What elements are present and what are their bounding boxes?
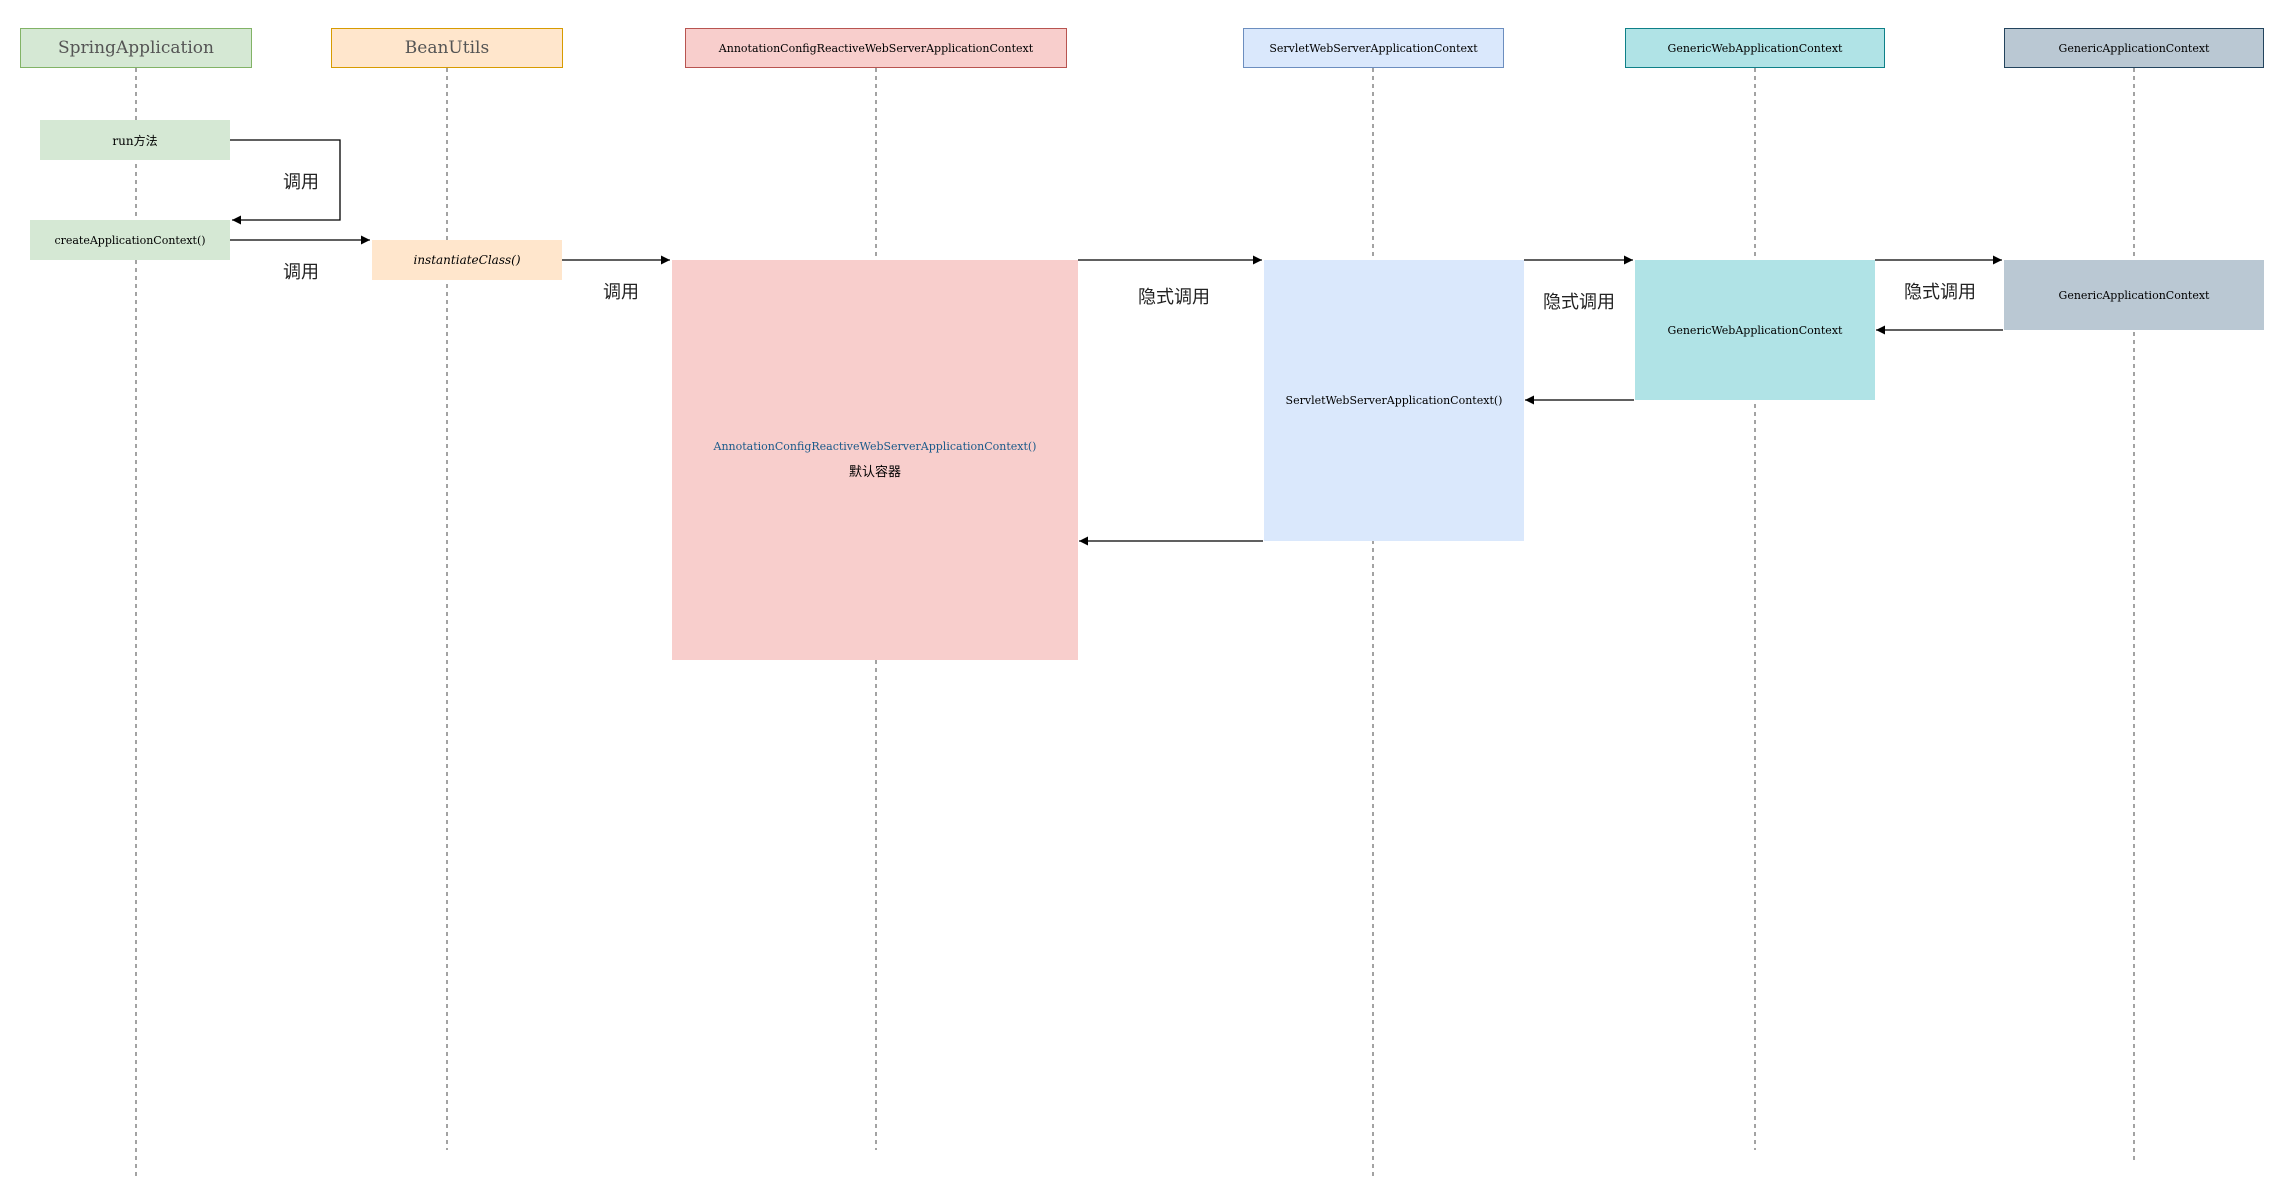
activation-instantiate-class: instantiateClass()	[372, 240, 562, 280]
message-label-self-call: 调用	[283, 172, 319, 193]
header-genericweb-context-label: GenericWebApplicationContext	[1667, 41, 1843, 55]
header-beanutils: BeanUtils	[331, 28, 563, 68]
header-servlet-context-label: ServletWebServerApplicationContext	[1269, 41, 1478, 55]
message-label-implicit-genericweb: 隐式调用	[1543, 292, 1615, 313]
message-label-implicit-servlet: 隐式调用	[1138, 287, 1210, 308]
activation-generic-context: GenericApplicationContext	[2004, 260, 2264, 330]
header-spring-application-label: SpringApplication	[58, 38, 214, 58]
activation-annotation-context-note: 默认容器	[848, 465, 901, 480]
message-label-call-annotation: 调用	[603, 282, 639, 303]
header-generic-context: GenericApplicationContext	[2004, 28, 2264, 68]
header-annotation-context: AnnotationConfigReactiveWebServerApplica…	[685, 28, 1067, 68]
header-annotation-context-label: AnnotationConfigReactiveWebServerApplica…	[718, 41, 1034, 55]
header-beanutils-label: BeanUtils	[404, 38, 490, 58]
activation-run-method-label: run方法	[112, 133, 158, 148]
message-label-call-beanutils: 调用	[283, 262, 319, 283]
activation-annotation-context-label: AnnotationConfigReactiveWebServerApplica…	[713, 440, 1037, 453]
activation-servlet-context: ServletWebServerApplicationContext()	[1264, 260, 1524, 541]
arrow-run-to-create	[230, 139, 341, 225]
header-generic-context-label: GenericApplicationContext	[2058, 41, 2210, 55]
activation-create-application-context: createApplicationContext()	[30, 220, 230, 260]
activation-servlet-context-label: ServletWebServerApplicationContext()	[1285, 394, 1503, 407]
activation-instantiate-class-label: instantiateClass()	[413, 253, 521, 267]
messages	[230, 139, 2003, 546]
lifelines	[135, 68, 2135, 1180]
activation-create-application-context-label: createApplicationContext()	[54, 233, 206, 247]
activation-generic-context-label: GenericApplicationContext	[2058, 288, 2210, 302]
activation-genericweb-context: GenericWebApplicationContext	[1635, 260, 1875, 400]
activation-genericweb-context-label: GenericWebApplicationContext	[1667, 323, 1843, 337]
message-label-implicit-generic: 隐式调用	[1904, 282, 1976, 303]
activation-run-method: run方法	[40, 120, 230, 160]
activation-annotation-context: AnnotationConfigReactiveWebServerApplica…	[672, 260, 1078, 660]
header-spring-application: SpringApplication	[20, 28, 252, 68]
header-genericweb-context: GenericWebApplicationContext	[1625, 28, 1885, 68]
header-servlet-context: ServletWebServerApplicationContext	[1243, 28, 1504, 68]
